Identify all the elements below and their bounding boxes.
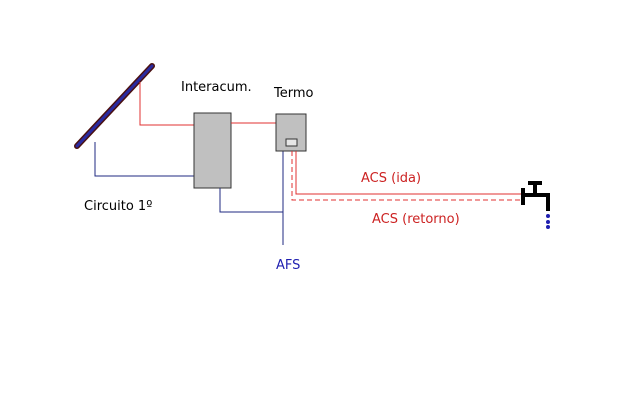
tap-icon [521, 181, 550, 211]
primary-circuit-hot-pipe [139, 82, 194, 126]
acs-ida-label: ACS (ida) [361, 171, 422, 186]
interacumulador-tank [193, 112, 232, 189]
acs-retorno-pipe [291, 151, 524, 201]
termo-control [285, 138, 298, 147]
afs-label: AFS [276, 258, 301, 273]
primary-circuit-label: Circuito 1º [84, 199, 153, 214]
acs-retorno-label: ACS (retorno) [372, 212, 460, 227]
acs-ida-pipe [295, 151, 524, 195]
interacumulador-label: Interacum. [181, 80, 252, 95]
primary-circuit-return-pipe [94, 142, 194, 177]
solar-panel-icon [74, 63, 155, 149]
termo-label: Termo [274, 86, 314, 101]
water-drops-icon [546, 214, 550, 229]
afs-cold-pipe [219, 188, 283, 213]
